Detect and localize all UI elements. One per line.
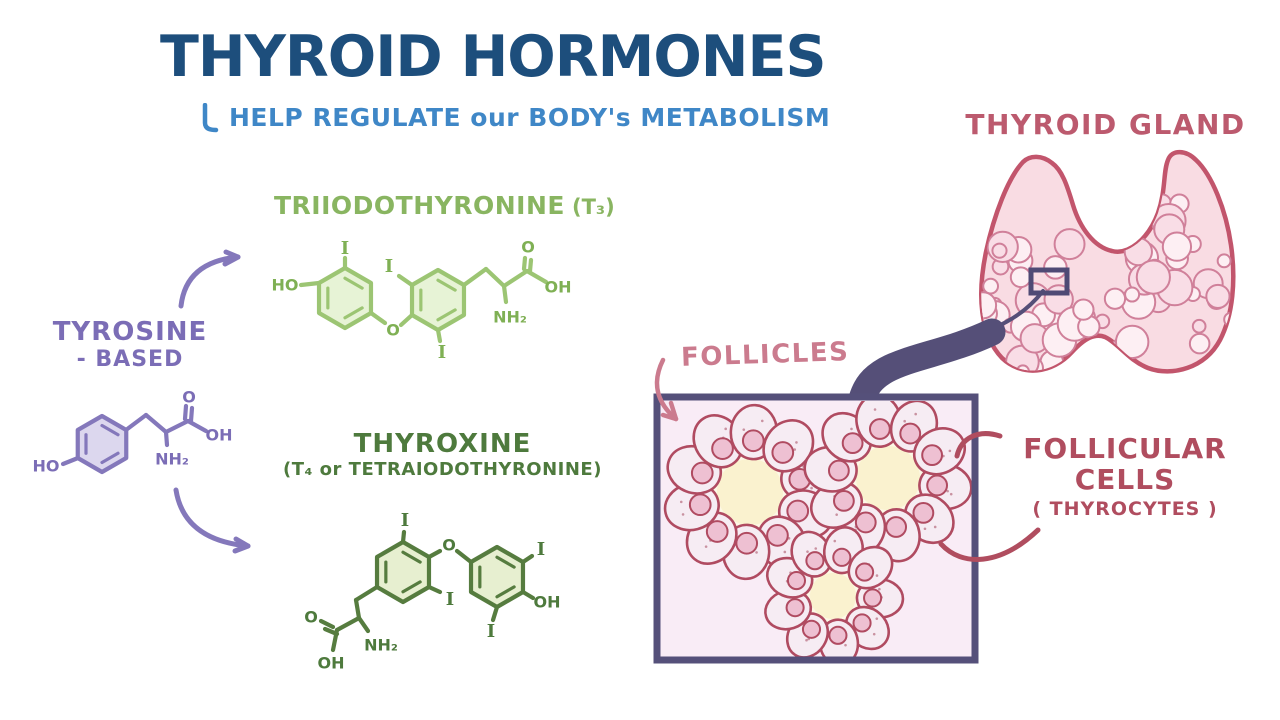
svg-text:I: I xyxy=(341,238,349,259)
svg-text:NH₂: NH₂ xyxy=(155,450,189,469)
svg-text:O: O xyxy=(386,321,400,340)
tyrosine-label-line1: TYROSINE xyxy=(52,317,208,347)
follicular-cells-line1: FOLLICULAR xyxy=(1023,432,1227,465)
svg-text:NH₂: NH₂ xyxy=(364,636,398,655)
tyrosine-label: TYROSINE - BASED xyxy=(35,317,225,372)
svg-text:OH: OH xyxy=(534,593,561,612)
thyroxine-label: THYROXINE (T₄ or TETRAIODOTHYRONINE) xyxy=(275,429,610,480)
svg-text:O: O xyxy=(304,608,318,627)
svg-text:OH: OH xyxy=(318,654,345,673)
triiodothyronine-label: TRIIODOTHYRONINE(T₃) xyxy=(274,191,615,220)
svg-text:I: I xyxy=(537,539,545,560)
arrow-tyrosine-to-t4 xyxy=(173,487,251,554)
follicular-cells-bracket xyxy=(938,431,1041,562)
zoom-connector-band xyxy=(848,318,1006,413)
svg-text:OH: OH xyxy=(206,426,233,445)
tyrosine-label-line2: - BASED xyxy=(76,347,184,372)
svg-text:I: I xyxy=(385,256,393,277)
svg-text:O: O xyxy=(182,388,196,407)
svg-text:HO: HO xyxy=(33,457,60,476)
t4-name: THYROXINE xyxy=(353,429,532,459)
mol-t4: I O I NH₂ O OH I OH I xyxy=(304,510,560,673)
t3-abbreviation: (T₃) xyxy=(571,195,615,219)
follicles-illustration xyxy=(663,401,972,657)
t4-abbreviation: (T₄ or TETRAIODOTHYRONINE) xyxy=(283,459,602,480)
mol-t3: I HO O I I NH₂ O OH xyxy=(272,238,572,364)
subtitle: HELP REGULATE our BODY's METABOLISM xyxy=(202,103,830,133)
svg-text:O: O xyxy=(521,238,535,257)
follicles-box-border xyxy=(653,393,979,664)
svg-text:OH: OH xyxy=(545,278,572,297)
subtitle-text: HELP REGULATE our BODY's METABOLISM xyxy=(229,103,831,132)
zoom-region-marker xyxy=(1028,267,1070,296)
thyroid-gland-illustration xyxy=(960,152,1238,380)
svg-text:I: I xyxy=(438,342,446,363)
follicular-cells-line2: CELLS xyxy=(1074,463,1176,497)
mol-tyrosine: HO O OH NH₂ xyxy=(33,388,233,476)
svg-text:O: O xyxy=(442,536,456,555)
svg-text:I: I xyxy=(487,621,495,642)
thyroid-gland-label: THYROID GLAND xyxy=(965,108,1246,141)
svg-text:I: I xyxy=(446,589,454,610)
follicular-cells-label: FOLLICULAR CELLS ( THYROCYTES ) xyxy=(1000,433,1250,520)
follicles-label: FOLLICLES xyxy=(680,337,850,373)
svg-text:I: I xyxy=(401,510,409,531)
t3-name: TRIIODOTHYRONINE xyxy=(274,191,565,220)
svg-text:HO: HO xyxy=(272,276,299,295)
follicular-cells-line3: ( THYROCYTES ) xyxy=(1032,497,1218,520)
svg-text:NH₂: NH₂ xyxy=(493,308,527,327)
page-title: THYROID HORMONES xyxy=(160,24,826,90)
elbow-arrow-icon xyxy=(202,103,219,133)
arrow-tyrosine-to-t3 xyxy=(178,249,241,309)
follicles-arrow xyxy=(654,357,679,422)
